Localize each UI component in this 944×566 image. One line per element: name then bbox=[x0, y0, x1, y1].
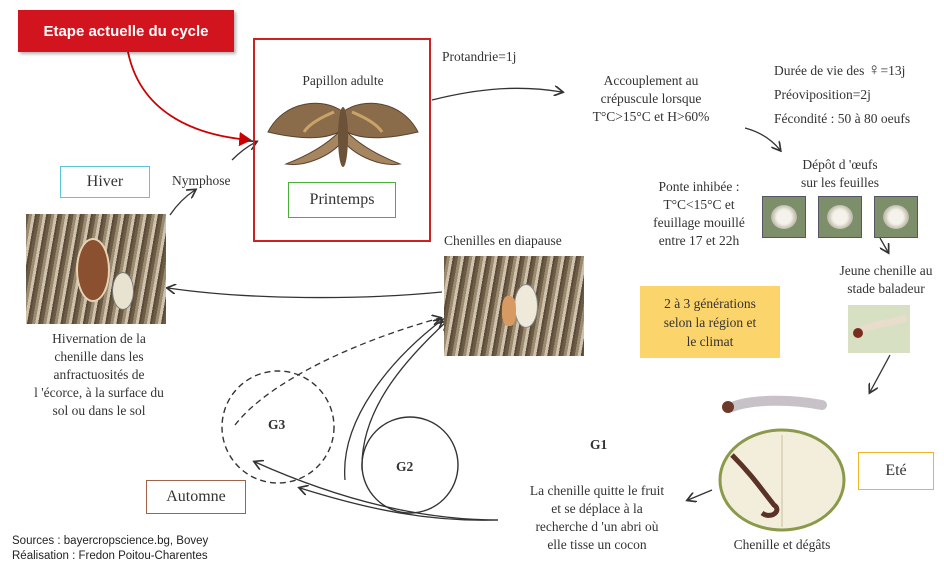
g3-cycle bbox=[221, 370, 335, 484]
egg-image-3 bbox=[874, 196, 918, 238]
moth-illustration bbox=[267, 102, 419, 167]
to-mating-arrow bbox=[431, 88, 562, 101]
current-stage-badge: Etape actuelle du cycle bbox=[18, 10, 234, 52]
g3-to-diapause bbox=[234, 318, 440, 426]
diapause-bark-image bbox=[444, 256, 584, 356]
current-stage-arrow bbox=[127, 51, 252, 147]
g2-to-diapause-2 bbox=[361, 322, 446, 471]
diapause-label: Chenilles en diapause bbox=[444, 233, 562, 248]
g3-label: G3 bbox=[268, 417, 286, 432]
to-damage-arrow bbox=[870, 354, 891, 392]
g2-label: G2 bbox=[396, 459, 414, 474]
season-summer: Eté bbox=[858, 452, 934, 490]
egg-image-2 bbox=[818, 196, 862, 238]
nymphose-label: Nymphose bbox=[172, 173, 231, 188]
female-stats: Durée de vie des ♀=13j Préoviposition=2j… bbox=[774, 60, 911, 126]
young-larva-image bbox=[848, 305, 910, 353]
season-spring: Printemps bbox=[288, 182, 396, 218]
adult-label: Papillon adulte bbox=[302, 73, 384, 88]
apple-damage-image bbox=[718, 395, 846, 532]
to-autumn-arrow-2 bbox=[300, 488, 499, 521]
g1-label: G1 bbox=[590, 437, 608, 452]
season-autumn: Automne bbox=[146, 480, 246, 514]
damage-label: Chenille et dégâts bbox=[733, 537, 831, 552]
to-leaving-arrow bbox=[688, 489, 713, 500]
egg-image-1 bbox=[762, 196, 806, 238]
g2-to-diapause bbox=[344, 320, 442, 481]
protandrie-text: Protandrie=1j bbox=[442, 49, 517, 64]
to-eggs-arrow bbox=[744, 127, 780, 150]
to-autumn-arrow bbox=[255, 462, 499, 521]
to-young-larva-arrow bbox=[879, 237, 888, 252]
diapause-to-winter-arrow bbox=[168, 288, 443, 299]
season-winter: Hiver bbox=[60, 166, 150, 198]
overwinter-bark-image bbox=[26, 214, 166, 324]
nymphose-arrow bbox=[169, 190, 195, 216]
adult-stage-box bbox=[253, 38, 431, 242]
